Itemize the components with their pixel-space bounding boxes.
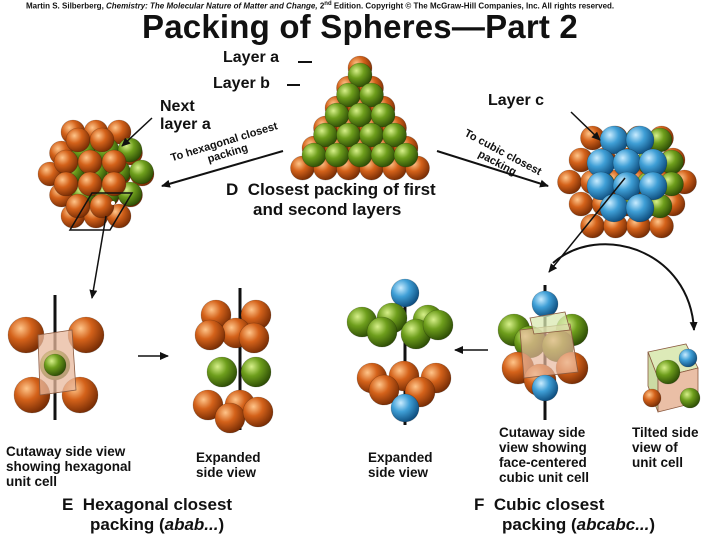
layer-a-sphere — [243, 397, 273, 427]
layer-a-sphere — [569, 192, 593, 216]
layer-b-sphere — [371, 143, 395, 167]
next-layer-a-sphere — [90, 194, 114, 218]
layer-b-sphere — [348, 143, 372, 167]
layer-c-label: Layer c — [488, 92, 544, 110]
layer-a-sphere — [239, 323, 269, 353]
hexagonal-cutaway-view — [8, 295, 104, 420]
cubic-cutaway-view — [498, 285, 588, 420]
caption-d: D Closest packing of first and second la… — [226, 180, 436, 220]
layer-a-sphere — [195, 320, 225, 350]
layer-b-sphere — [394, 143, 418, 167]
layer-b-label: Layer b — [213, 75, 270, 93]
layer-a-label: Layer a — [223, 49, 279, 67]
next-layer-a-sphere — [78, 150, 102, 174]
layer-b-sphere — [367, 317, 397, 347]
caption-d-line1: Closest packing of first — [248, 180, 436, 199]
hex-down-arrow — [92, 216, 106, 298]
cubic-stack-top-view — [558, 126, 697, 238]
layer-b-sphere — [423, 310, 453, 340]
next-layer-a-sphere — [66, 194, 90, 218]
layer-b-sphere — [656, 360, 680, 384]
layer-a-sphere — [643, 389, 661, 407]
next-layer-a-sphere — [102, 150, 126, 174]
layer-b-sphere — [302, 143, 326, 167]
layer-c-sphere — [600, 194, 628, 222]
next-layer-a-sphere — [66, 128, 90, 152]
hexagonal-stack-top-view — [38, 120, 154, 228]
layer-b-sphere — [241, 357, 271, 387]
next-layer-a-sphere — [54, 150, 78, 174]
caption-f: F Cubic closest packing (abcabc...) — [474, 495, 655, 535]
next-layer-a-sphere — [90, 128, 114, 152]
layer-c-sphere — [532, 291, 558, 317]
caption-e: E Hexagonal closest packing (abab...) — [62, 495, 232, 535]
layer-a-sphere — [558, 170, 582, 194]
layer-c-sphere — [626, 194, 654, 222]
caption-d-letter: D — [226, 180, 238, 199]
layer-b-sphere — [44, 354, 66, 376]
unit-cell-face — [530, 312, 570, 334]
layer-c-sphere — [391, 279, 419, 307]
hexagonal-expanded-view — [193, 288, 273, 433]
tilted-unit-cell-view — [643, 344, 700, 412]
center-layer-stack — [291, 56, 430, 180]
layer-b-sphere — [130, 160, 154, 184]
layer-c-sphere — [391, 394, 419, 422]
caption-d-line2: and second layers — [226, 200, 401, 219]
layer-b-sphere — [680, 388, 700, 408]
layer-b-sphere — [207, 357, 237, 387]
layer-a-sphere — [215, 403, 245, 433]
cubic-expanded-view — [347, 279, 453, 425]
layer-b-sphere — [325, 143, 349, 167]
layer-c-sphere — [679, 349, 697, 367]
layer-c-sphere — [532, 375, 558, 401]
next-layer-a-sphere — [54, 172, 78, 196]
